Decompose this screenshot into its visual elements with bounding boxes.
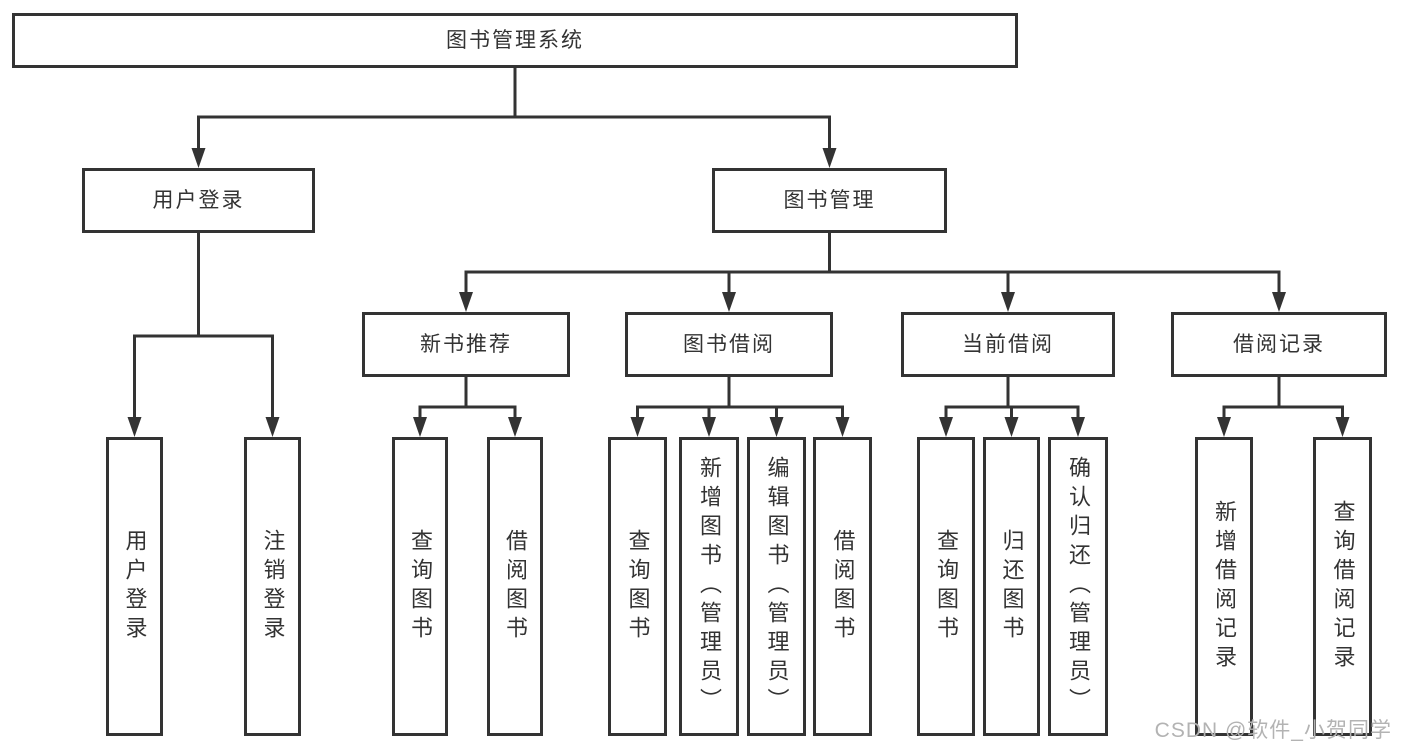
arrowhead-icon <box>508 417 522 437</box>
node-label-borrow-records: 借阅记录 <box>1233 333 1325 356</box>
arrowhead-icon <box>265 417 280 437</box>
node-label-leaf-edit-book: 编辑图书（管理员） <box>764 456 790 717</box>
node-label-leaf-query-book-new: 查询图书 <box>408 528 433 645</box>
arrowhead-icon <box>1335 417 1350 437</box>
node-label-user-login: 用户登录 <box>152 189 245 212</box>
arrowhead-icon <box>191 148 206 168</box>
node-label-leaf-add-borrow-record: 新增借阅记录 <box>1212 499 1237 674</box>
arrowhead-icon <box>939 417 953 437</box>
node-label-leaf-logout: 注销登录 <box>260 528 286 645</box>
arrowhead-icon <box>1217 417 1231 437</box>
node-leaf-confirm-return: 确认归还（管理员） <box>1048 437 1108 736</box>
arrowhead-icon <box>822 148 837 168</box>
node-user-login: 用户登录 <box>82 168 315 233</box>
node-leaf-logout: 注销登录 <box>244 437 301 736</box>
arrowhead-icon <box>459 292 473 312</box>
node-label-book-mgmt: 图书管理 <box>783 189 876 212</box>
node-leaf-query-book-new: 查询图书 <box>392 437 448 736</box>
node-leaf-borrow-book-new: 借阅图书 <box>487 437 543 736</box>
node-borrow-records: 借阅记录 <box>1171 312 1387 377</box>
node-leaf-query-book-borrow: 查询图书 <box>608 437 667 736</box>
arrowhead-icon <box>1001 292 1015 312</box>
arrowhead-icon <box>630 417 645 437</box>
arrowhead-icon <box>127 417 142 437</box>
arrowhead-icon <box>835 417 850 437</box>
node-label-root: 图书管理系统 <box>446 29 584 52</box>
node-label-leaf-query-book-current: 查询图书 <box>934 528 959 645</box>
node-root: 图书管理系统 <box>12 13 1018 68</box>
node-leaf-query-borrow-record: 查询借阅记录 <box>1313 437 1372 736</box>
node-leaf-add-book: 新增图书（管理员） <box>679 437 739 736</box>
arrowhead-icon <box>1004 417 1019 437</box>
arrowhead-icon <box>413 417 427 437</box>
node-new-book-rec: 新书推荐 <box>362 312 570 377</box>
node-leaf-borrow-book-borrow: 借阅图书 <box>813 437 872 736</box>
node-label-leaf-confirm-return: 确认归还（管理员） <box>1066 456 1091 717</box>
node-label-leaf-user-login: 用户登录 <box>122 528 148 645</box>
node-leaf-query-book-current: 查询图书 <box>917 437 975 736</box>
node-label-leaf-query-borrow-record: 查询借阅记录 <box>1330 499 1356 674</box>
node-label-new-book-rec: 新书推荐 <box>420 333 512 356</box>
node-book-mgmt: 图书管理 <box>712 168 947 233</box>
node-label-leaf-borrow-book-new: 借阅图书 <box>503 528 528 645</box>
node-current-borrow: 当前借阅 <box>901 312 1115 377</box>
node-label-leaf-add-book: 新增图书（管理员） <box>697 456 722 717</box>
node-label-book-borrow: 图书借阅 <box>683 333 775 356</box>
node-label-leaf-query-book-borrow: 查询图书 <box>625 528 651 645</box>
node-leaf-edit-book: 编辑图书（管理员） <box>747 437 806 736</box>
node-book-borrow: 图书借阅 <box>625 312 833 377</box>
arrowhead-icon <box>1071 417 1085 437</box>
node-leaf-add-borrow-record: 新增借阅记录 <box>1195 437 1253 736</box>
arrowhead-icon <box>702 417 716 437</box>
node-label-leaf-borrow-book-borrow: 借阅图书 <box>830 528 856 645</box>
node-leaf-return-book: 归还图书 <box>983 437 1040 736</box>
arrowhead-icon <box>1272 292 1286 312</box>
node-leaf-user-login: 用户登录 <box>106 437 163 736</box>
arrowhead-icon <box>769 417 784 437</box>
node-label-current-borrow: 当前借阅 <box>962 333 1054 356</box>
arrowhead-icon <box>722 292 736 312</box>
watermark: CSDN @软件_小贺同学 <box>1154 719 1392 742</box>
node-label-leaf-return-book: 归还图书 <box>999 528 1025 645</box>
